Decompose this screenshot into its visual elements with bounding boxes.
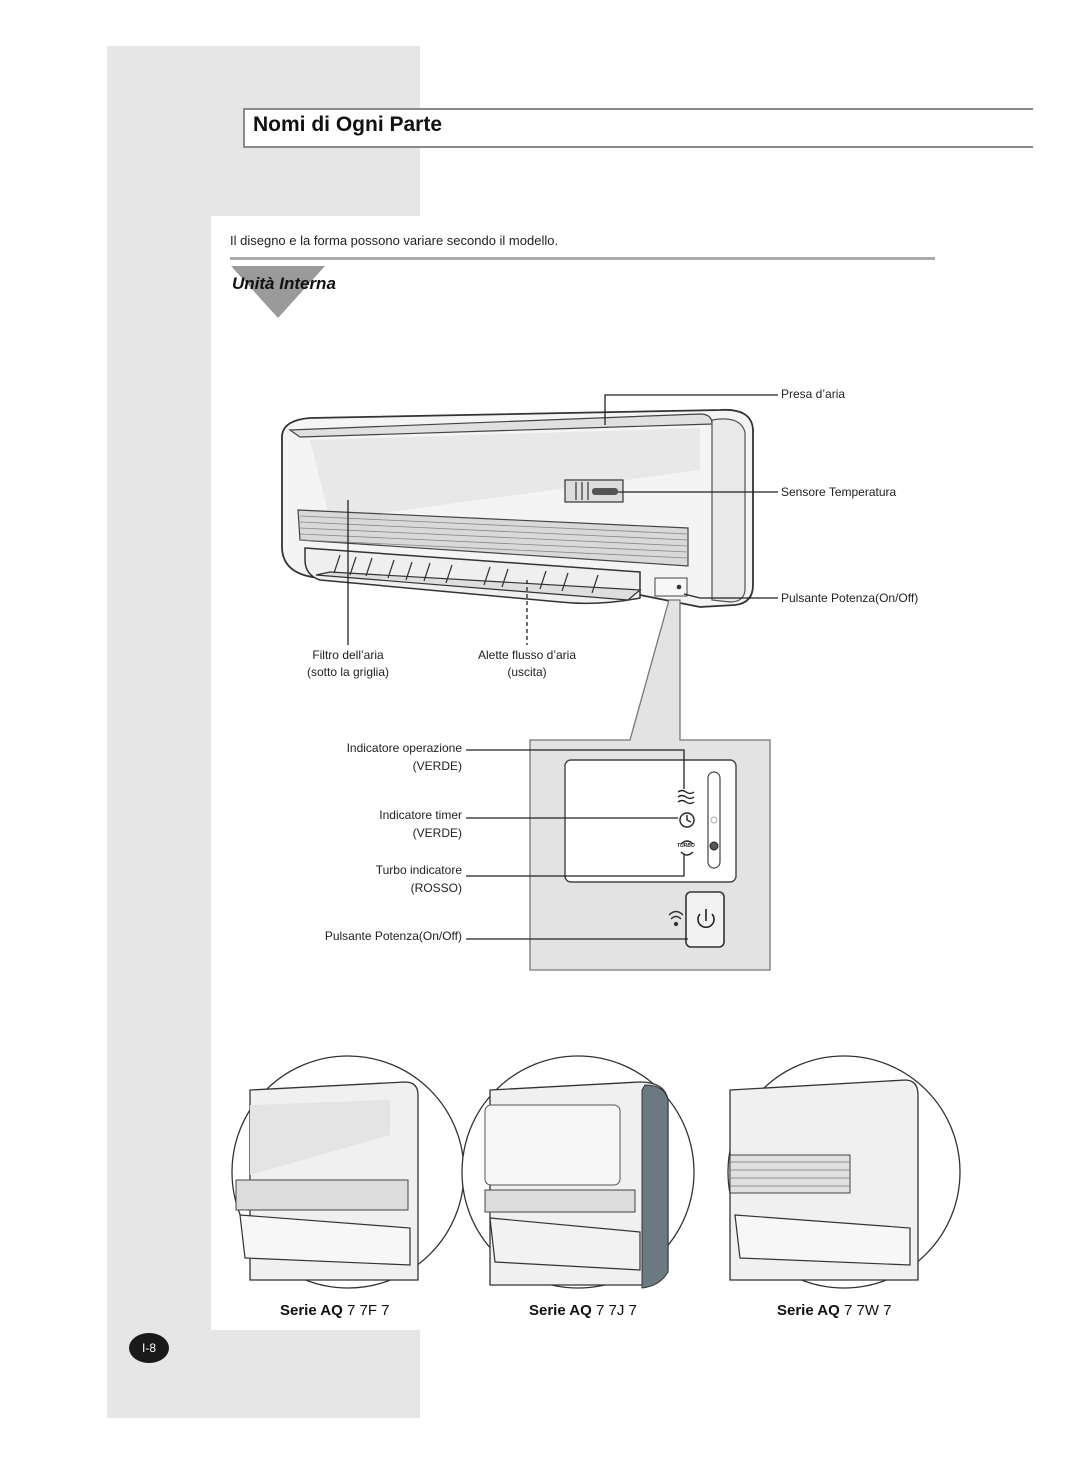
series-3-code: 7 7W 7	[843, 1302, 892, 1319]
power-button-frame	[685, 891, 725, 948]
variant-circle-2	[461, 1055, 695, 1289]
page-number: I-8	[129, 1333, 169, 1363]
turbo-icon-text: TURBO	[677, 843, 695, 849]
intro-note: Il disegno e la forma possono variare se…	[230, 233, 559, 248]
label-operation-color: (VERDE)	[412, 759, 462, 773]
title-box	[243, 108, 1033, 148]
label-temp-sensor: Sensore Temperatura	[781, 485, 897, 499]
label-turbo: Turbo indicatore (ROSSO)	[300, 863, 462, 895]
label-flaps-line1: Alette flusso d’aria	[477, 648, 577, 662]
background-block-bottom	[211, 1330, 420, 1418]
power-icon	[697, 909, 715, 929]
ac-side	[711, 418, 746, 603]
section-triangle	[231, 266, 325, 318]
label-timer-text: Indicatore timer	[379, 808, 462, 822]
label-operation: Indicatore operazione (VERDE)	[300, 741, 462, 773]
label-flaps-line2: (uscita)	[507, 665, 547, 679]
divider	[230, 257, 935, 260]
label-air-filter-line1: Filtro dell’aria	[312, 648, 384, 662]
label-operation-text: Indicatore operazione	[346, 741, 462, 755]
label-air-filter-line2: (sotto la griglia)	[306, 665, 390, 679]
label-flaps: Alette flusso d’aria (uscita)	[462, 648, 592, 679]
signal-icon	[668, 910, 684, 927]
series-2-code: 7 7J 7	[595, 1302, 637, 1319]
variant-circle-3	[727, 1055, 961, 1289]
series-label-1: Serie AQ 7 7F 7	[280, 1302, 390, 1319]
label-timer-color: (VERDE)	[412, 826, 462, 840]
series-3-prefix: Serie AQ	[777, 1302, 840, 1319]
label-turbo-text: Turbo indicatore	[375, 863, 462, 877]
leader-operation	[466, 749, 685, 789]
label-timer: Indicatore timer (VERDE)	[300, 808, 462, 840]
leader-air-intake	[604, 394, 778, 425]
series-label-2: Serie AQ 7 7J 7	[529, 1302, 637, 1319]
display-panel	[564, 759, 737, 883]
label-air-filter: Filtro dell’aria (sotto la griglia)	[288, 648, 408, 679]
leader-turbo	[466, 855, 685, 877]
ac-display	[654, 577, 688, 597]
page-title: Nomi di Ogni Parte	[253, 113, 443, 136]
series-2-prefix: Serie AQ	[529, 1302, 592, 1319]
section-title: Unità Interna	[232, 274, 336, 293]
flaps	[333, 554, 599, 594]
clock-icon	[679, 812, 695, 828]
series-1-prefix: Serie AQ	[280, 1302, 343, 1319]
flap-tray	[315, 571, 642, 601]
sensor	[592, 488, 618, 495]
ac-shine	[310, 428, 700, 520]
turbo-icon	[680, 840, 694, 856]
turbo-led	[709, 841, 719, 851]
grille-lines	[299, 515, 689, 559]
series-1-code: 7 7F 7	[346, 1302, 390, 1319]
label-turbo-color: (ROSSO)	[410, 881, 462, 895]
series-label-3: Serie AQ 7 7W 7	[777, 1302, 892, 1319]
label-power-button: Pulsante Potenza(On/Off)	[781, 591, 919, 605]
wave-icon	[677, 789, 695, 805]
background-block-left	[107, 216, 211, 1418]
leader-power-button	[683, 593, 778, 599]
label-air-intake: Presa d’aria	[781, 387, 846, 401]
label-panel-power: Pulsante Potenza(On/Off)	[324, 929, 462, 943]
variant-circle-1	[231, 1055, 465, 1289]
ac-grille	[297, 509, 689, 567]
